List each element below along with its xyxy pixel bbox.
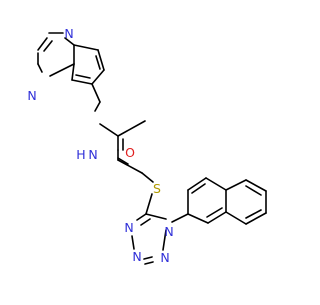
atom-label-n: N <box>64 26 73 41</box>
atom-label-n: N <box>160 250 169 265</box>
pyrazine-ring <box>37 32 75 77</box>
tetrazole-ring <box>131 213 189 265</box>
thioether-linker <box>117 159 154 215</box>
atom-label-h: H <box>76 147 85 162</box>
atom-label-o: O <box>125 145 135 160</box>
naphthalene <box>187 177 267 225</box>
atom-label-n: N <box>124 220 133 235</box>
atom-label-n: N <box>88 147 97 162</box>
atom-label-n: N <box>27 88 36 103</box>
structure-diagram: N N N H O S N N N N <box>27 26 267 265</box>
amide-linker <box>94 101 146 165</box>
atom-label-s: S <box>153 181 161 196</box>
atom-label-n: N <box>132 249 141 264</box>
molecule-canvas: N N N H O S N N N N <box>27 26 267 265</box>
atom-label-n: N <box>164 224 173 239</box>
benzo-ring <box>71 44 105 103</box>
